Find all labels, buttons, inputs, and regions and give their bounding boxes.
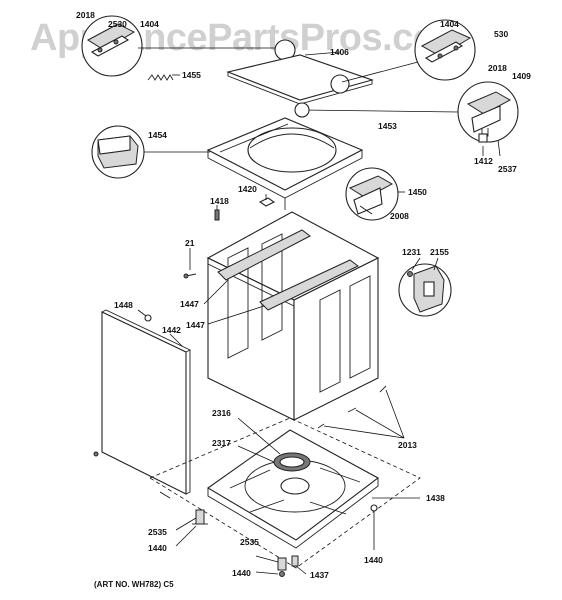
callout-1440-bottom: 1440 — [232, 568, 251, 578]
callout-1437: 1437 — [310, 570, 329, 580]
spring-part — [147, 74, 180, 81]
screw-21 — [183, 248, 197, 279]
switch-screws — [478, 133, 501, 157]
cabinet-part — [206, 194, 380, 421]
callout-1231: 1231 — [402, 247, 421, 257]
detail-circle-hinge-block — [398, 257, 452, 317]
callout-21: 21 — [185, 238, 195, 248]
callout-1420: 1420 — [238, 184, 257, 194]
detail-circle-dispenser — [91, 125, 210, 179]
callout-1438: 1438 — [426, 493, 445, 503]
callout-1442: 1442 — [162, 325, 181, 335]
callout-1455: 1455 — [182, 70, 201, 80]
callout-2018-right: 2018 — [488, 63, 507, 73]
lid-part — [226, 51, 374, 105]
front-panel-part — [101, 309, 192, 495]
callout-1404-right: 1404 — [440, 19, 459, 29]
callout-2316: 2316 — [212, 408, 231, 418]
callout-2008: 2008 — [390, 211, 409, 221]
callout-2013: 2013 — [398, 440, 417, 450]
callout-1412: 1412 — [474, 156, 493, 166]
callout-1447-lower: 1447 — [186, 320, 205, 330]
leveling-legs — [159, 491, 378, 577]
dashed-base-outline — [149, 417, 421, 569]
detail-circle-hinge-right — [341, 19, 476, 83]
detail-circle-lid-switch — [301, 81, 519, 143]
callout-2537: 2537 — [498, 164, 517, 174]
detail-circle-bracket — [345, 167, 405, 221]
callout-530-right: 530 — [494, 29, 508, 39]
base-part — [206, 417, 380, 549]
callout-2535-bottom: 2535 — [240, 537, 259, 547]
callout-2018-left: 2018 — [76, 10, 95, 20]
callout-1440-right: 1440 — [364, 555, 383, 565]
screw-1418 — [214, 205, 220, 221]
screw-front-bottom — [93, 451, 99, 457]
callout-2530-left: 2530 — [108, 19, 127, 29]
screws-2013 — [317, 385, 405, 439]
art-number: (ART NO. WH782) C5 — [94, 580, 174, 589]
callout-1406: 1406 — [330, 47, 349, 57]
callout-1440-left: 1440 — [148, 543, 167, 553]
detail-circle-hinge-left — [81, 15, 285, 77]
callout-2535-left: 2535 — [148, 527, 167, 537]
callout-2155: 2155 — [430, 247, 449, 257]
callout-1454: 1454 — [148, 130, 167, 140]
callout-1404-left: 1404 — [140, 19, 159, 29]
callout-1418: 1418 — [210, 196, 229, 206]
callout-1447-upper: 1447 — [180, 299, 199, 309]
leader-1447-upper — [203, 279, 229, 305]
leader-1447-lower — [207, 305, 265, 325]
callout-1448: 1448 — [114, 300, 133, 310]
callout-2317: 2317 — [212, 438, 231, 448]
top-cover-part — [206, 117, 364, 210]
callout-1409: 1409 — [512, 71, 531, 81]
switch-locator-circle — [294, 102, 310, 118]
callout-1453: 1453 — [378, 121, 397, 131]
callout-1450: 1450 — [408, 187, 427, 197]
